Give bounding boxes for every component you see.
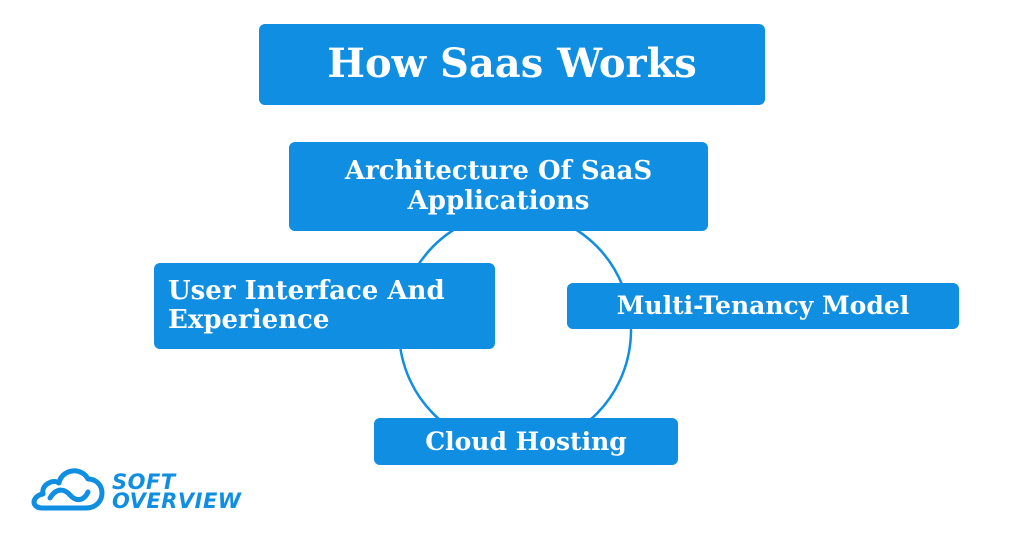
- logo-line1: SOFT: [112, 470, 176, 494]
- node-user-interface: User Interface And Experience: [154, 263, 495, 349]
- cloud-icon: [31, 468, 105, 511]
- node-architecture-label: Architecture Of SaaS Applications: [344, 156, 653, 216]
- node-cloud-hosting: Cloud Hosting: [374, 418, 678, 465]
- page-title: How Saas Works: [327, 40, 697, 88]
- node-cloud-hosting-label: Cloud Hosting: [425, 426, 627, 456]
- node-multi-tenancy: Multi-Tenancy Model: [567, 283, 959, 329]
- node-user-interface-label: User Interface And Experience: [168, 275, 445, 335]
- brand-logo: SOFT OVERVIEW: [30, 468, 241, 516]
- node-multi-tenancy-label: Multi-Tenancy Model: [616, 291, 910, 320]
- logo-text: SOFT OVERVIEW: [112, 470, 242, 513]
- title-box: How Saas Works: [259, 24, 765, 105]
- logo-line2: OVERVIEW: [112, 489, 242, 513]
- node-architecture: Architecture Of SaaS Applications: [289, 142, 708, 231]
